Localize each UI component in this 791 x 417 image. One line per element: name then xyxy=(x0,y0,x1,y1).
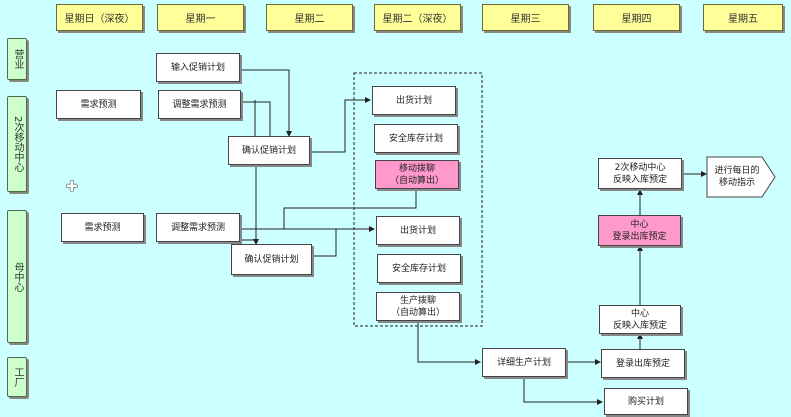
header-wednesday: 星期三 xyxy=(482,4,569,31)
lane-factory-label: 工厂 xyxy=(12,367,23,387)
center-reflect-line2: 反映入库预定 xyxy=(612,320,667,331)
header-sunday-night: 星期日（深夜） xyxy=(56,4,143,31)
lane-secondary-center-label: 2次移动中心 xyxy=(12,115,23,173)
adjust-forecast-a-box: 调整需求预测 xyxy=(158,90,241,119)
center-reflect-box: 中心 反映入库预定 xyxy=(599,305,681,334)
confirm-promo-plan-b-box: 确认促销计划 xyxy=(231,244,312,275)
center-reflect-line1: 中心 xyxy=(630,308,649,319)
daily-move-line1: 进行每日的 xyxy=(714,166,760,176)
header-thursday: 星期四 xyxy=(593,4,680,31)
shipping-plan-b-box: 出货计划 xyxy=(376,216,460,245)
center-register-line1: 中心 xyxy=(630,219,649,230)
demand-forecast-b-box: 需求预测 xyxy=(61,213,144,242)
sec-reflect-line2: 反映入库预定 xyxy=(612,174,667,185)
center-register-line2: 登录出库预定 xyxy=(612,231,667,242)
header-tuesday-night: 星期二（深夜） xyxy=(374,4,461,31)
purchase-plan-box: 购买计划 xyxy=(604,388,688,415)
move-alloc-box: 移动拨聊 （自动算出） xyxy=(375,160,459,189)
center-register-box: 中心 登录出库预定 xyxy=(598,215,681,246)
daily-move-line2: 移动指示 xyxy=(718,178,755,188)
prod-alloc-line2: （自动算出） xyxy=(390,307,445,318)
adjust-forecast-b-box: 调整需求预测 xyxy=(156,213,240,242)
lane-sales: 营业 xyxy=(7,38,27,80)
lane-mother-center: 母中心 xyxy=(7,210,27,343)
move-alloc-line1: 移动拨聊 xyxy=(398,163,435,174)
input-promo-plan-box: 输入促销计划 xyxy=(156,53,240,82)
lane-mother-center-label: 母中心 xyxy=(12,261,23,292)
confirm-promo-plan-a-box: 确认促销计划 xyxy=(228,136,310,165)
demand-forecast-a-box: 需求预测 xyxy=(56,90,141,119)
daily-move-box: 进行每日的 移动指示 xyxy=(708,158,766,196)
shipping-plan-a-box: 出货计划 xyxy=(372,86,456,115)
move-alloc-line2: （自动算出） xyxy=(389,175,444,186)
daily-move-chevron xyxy=(706,156,776,198)
header-tuesday: 星期二 xyxy=(266,4,353,31)
header-monday: 星期一 xyxy=(157,4,244,31)
lane-factory: 工厂 xyxy=(7,357,27,397)
sec-reflect-box: 2次移动中心 反映入库预定 xyxy=(598,158,682,189)
lane-secondary-center: 2次移动中心 xyxy=(7,96,27,192)
sec-reflect-line1: 2次移动中心 xyxy=(614,162,666,173)
detail-prod-plan-box: 详细生产计划 xyxy=(482,348,566,377)
header-friday: 星期五 xyxy=(703,4,783,31)
prod-alloc-box: 生产拨聊 （自动算出） xyxy=(376,292,460,321)
lane-sales-label: 营业 xyxy=(12,49,23,69)
safety-stock-b-box: 安全库存计划 xyxy=(377,254,461,283)
plus-icon: ✚ xyxy=(66,179,78,195)
prod-alloc-line1: 生产拨聊 xyxy=(399,295,436,306)
register-out-box: 登录出库预定 xyxy=(601,349,685,378)
safety-stock-a-box: 安全库存计划 xyxy=(374,124,458,153)
